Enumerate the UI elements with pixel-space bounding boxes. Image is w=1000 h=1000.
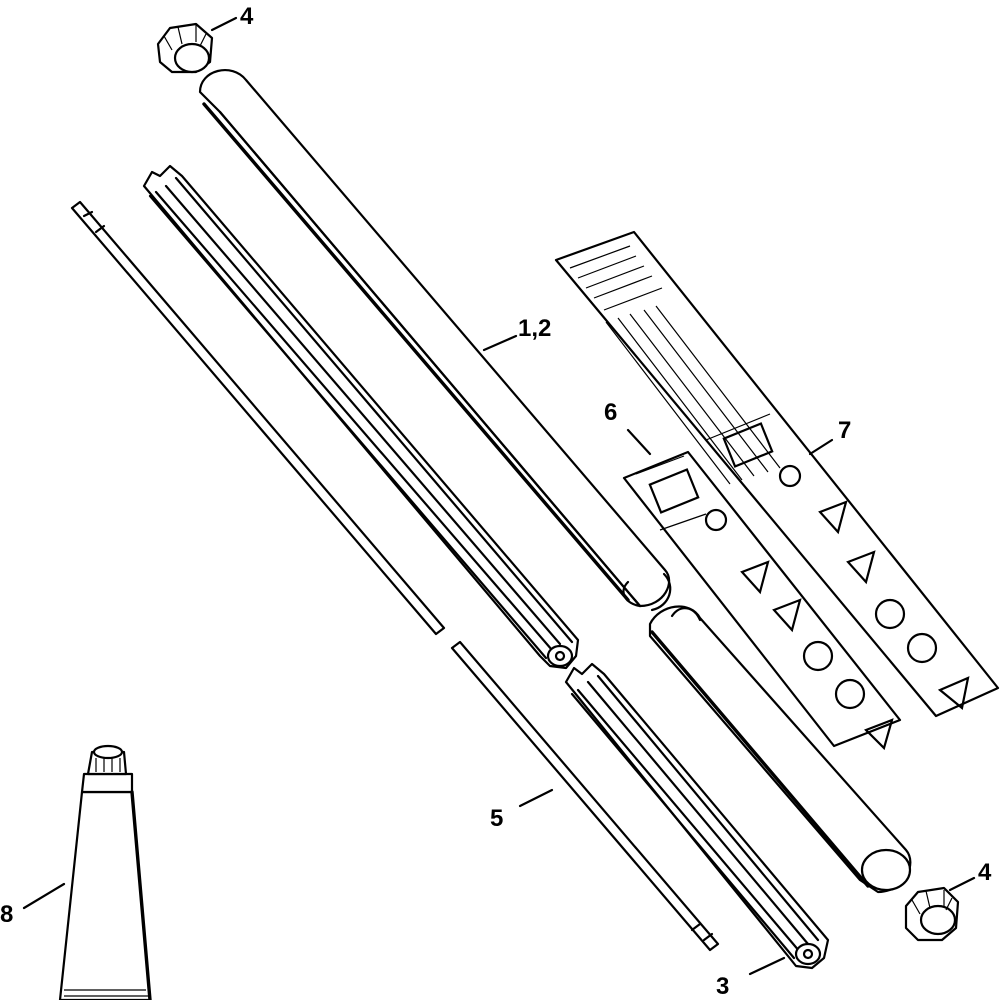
callout-8: 8	[0, 901, 13, 928]
grease-tube	[58, 744, 152, 1000]
decal-long	[554, 230, 1000, 718]
leader-8	[22, 882, 66, 910]
leader-lines	[22, 16, 976, 976]
callout-7: 7	[838, 417, 851, 444]
callout-4-bottom: 4	[978, 859, 992, 886]
tube-upper	[198, 69, 672, 612]
callout-1-2: 1,2	[518, 315, 551, 342]
callout-6: 6	[604, 399, 617, 426]
callout-5: 5	[490, 805, 503, 832]
callout-4-top: 4	[240, 3, 254, 30]
leader-6	[626, 428, 652, 456]
callout-3: 3	[716, 973, 729, 1000]
liner-lower	[564, 662, 830, 970]
leader-5	[518, 788, 554, 808]
leader-4-top	[210, 16, 238, 32]
bushing-top	[156, 22, 214, 74]
shaft-lower	[450, 640, 720, 952]
tube-lower	[648, 605, 912, 894]
leader-4-bottom	[948, 876, 976, 892]
leader-1-2	[482, 334, 518, 352]
bushing-bottom	[904, 886, 960, 942]
liner-upper	[142, 164, 580, 670]
decal-short	[622, 450, 902, 751]
shaft-upper	[70, 200, 446, 636]
leader-3	[748, 956, 786, 976]
leader-7	[808, 438, 834, 456]
